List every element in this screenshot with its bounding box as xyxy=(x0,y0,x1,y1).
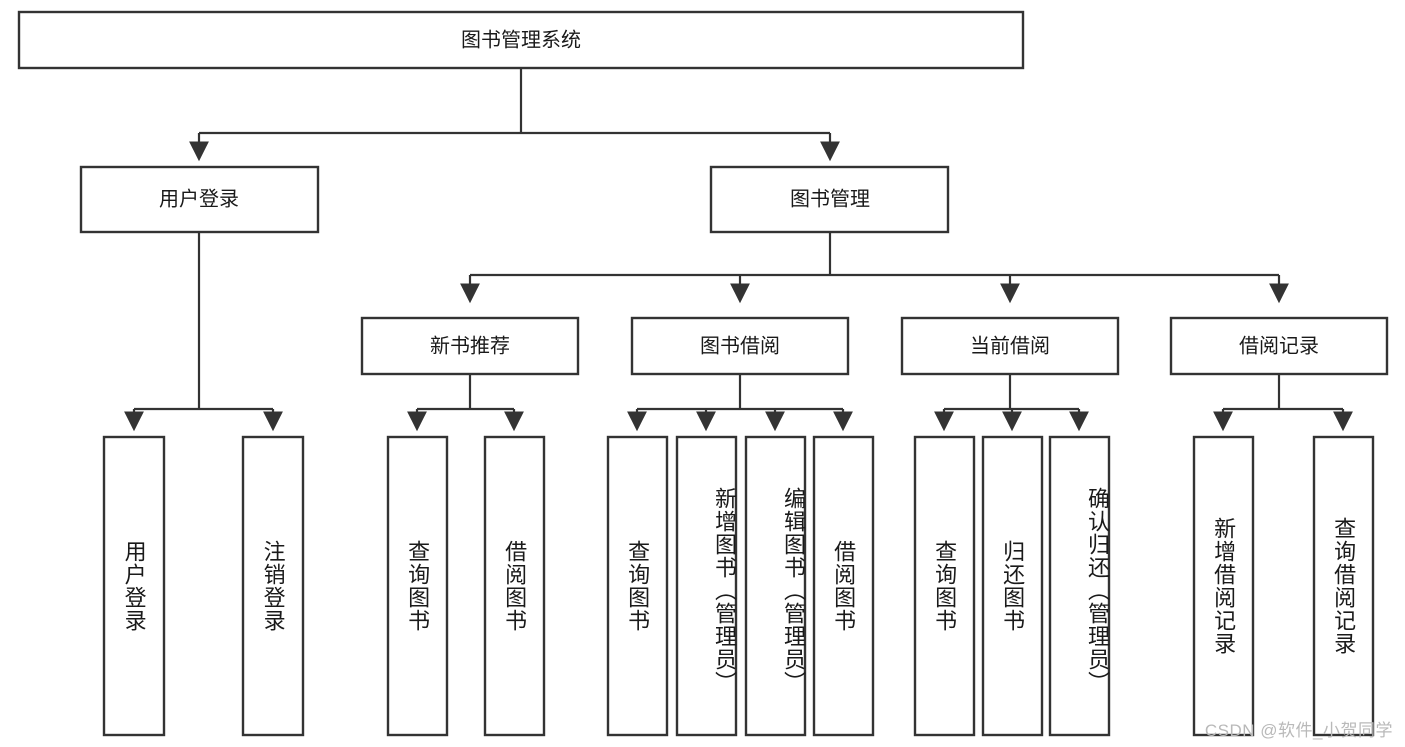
node-book-borrow[interactable]: 图书借阅 xyxy=(630,316,850,376)
node-user-login-label: 用户登录 xyxy=(159,187,239,210)
leaf-box-current-2[interactable] xyxy=(981,435,1044,737)
leaf-box-current-3[interactable] xyxy=(1048,435,1111,737)
node-current-borrow[interactable]: 当前借阅 xyxy=(900,316,1120,376)
node-book-borrow-label: 图书借阅 xyxy=(700,334,780,357)
node-user-login-box[interactable] xyxy=(79,165,320,234)
connector-group-new-book xyxy=(407,374,524,432)
node-book-mgmt-label: 图书管理 xyxy=(790,187,870,210)
node-user-login[interactable]: 用户登录 xyxy=(79,165,320,234)
leaf-box-user-login-2[interactable] xyxy=(241,435,305,737)
leaf-box-current-1[interactable] xyxy=(913,435,976,737)
connector-group-record xyxy=(1213,374,1353,432)
node-current-borrow-box[interactable] xyxy=(900,316,1120,376)
leaf-box-group xyxy=(102,435,1375,737)
csdn-watermark: CSDN @软件_小贺同学 xyxy=(1204,721,1393,740)
node-new-book-recommend-label: 新书推荐 xyxy=(430,334,510,357)
node-current-borrow-label: 当前借阅 xyxy=(970,334,1050,357)
leaf-box-new-book-1[interactable] xyxy=(386,435,449,737)
connector-group-current xyxy=(934,374,1089,432)
node-borrow-record[interactable]: 借阅记录 xyxy=(1169,316,1389,376)
leaf-box-borrow-3[interactable] xyxy=(744,435,807,737)
node-root-label: 图书管理系统 xyxy=(461,28,581,51)
leaf-box-borrow-1[interactable] xyxy=(606,435,669,737)
leaf-box-borrow-4[interactable] xyxy=(812,435,875,737)
leaf-box-user-login-1[interactable] xyxy=(102,435,166,737)
node-book-borrow-box[interactable] xyxy=(630,316,850,376)
node-new-book-recommend-box[interactable] xyxy=(360,316,580,376)
leaf-box-record-1[interactable] xyxy=(1192,435,1255,737)
node-root-box[interactable] xyxy=(17,10,1025,70)
connector-group-user-login xyxy=(124,232,283,432)
node-borrow-record-label: 借阅记录 xyxy=(1239,334,1319,357)
leaf-box-borrow-2[interactable] xyxy=(675,435,738,737)
node-borrow-record-box[interactable] xyxy=(1169,316,1389,376)
node-book-mgmt[interactable]: 图书管理 xyxy=(709,165,950,234)
connector-group-book-mgmt xyxy=(460,232,1289,304)
leaf-box-new-book-2[interactable] xyxy=(483,435,546,737)
node-root[interactable]: 图书管理系统 xyxy=(17,10,1025,70)
node-book-mgmt-box[interactable] xyxy=(709,165,950,234)
node-new-book-recommend[interactable]: 新书推荐 xyxy=(360,316,580,376)
leaf-box-record-2[interactable] xyxy=(1312,435,1375,737)
connector-group-borrow xyxy=(627,374,853,432)
connector-group-root xyxy=(189,68,840,162)
